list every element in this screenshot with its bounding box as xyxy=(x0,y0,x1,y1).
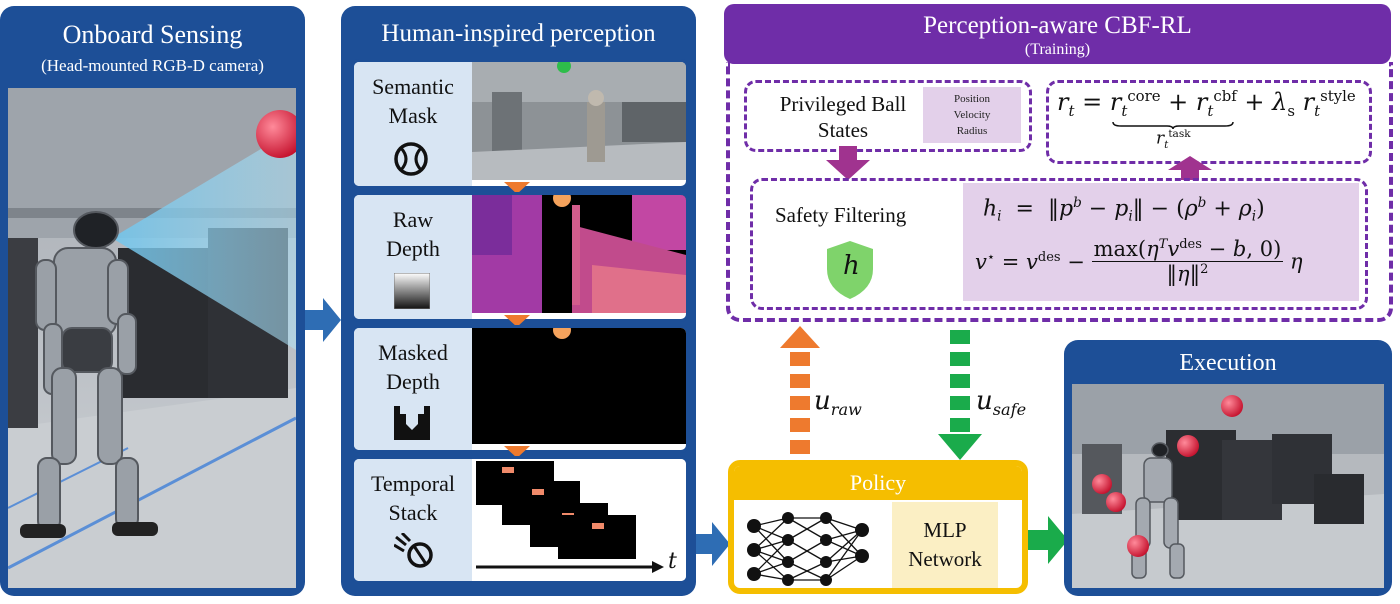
barrier-function-formula: hi = ‖pb − pi‖ − (ρb + ρi) xyxy=(983,195,1265,225)
u-safe-symbol: u xyxy=(976,386,993,416)
privileged-states-box: Privileged Ball States Position Velocity… xyxy=(744,80,1032,152)
policy-title: Policy xyxy=(849,470,907,495)
cbf-title-banner: Perception-aware CBF-RL (Training) xyxy=(724,4,1391,64)
semantic-mask-row: Semantic Mask xyxy=(351,59,689,189)
shield-icon xyxy=(827,241,873,299)
temporal-stack-image: t xyxy=(472,459,686,581)
cbf-subtitle: (Training) xyxy=(1024,41,1091,58)
u-raw-arrow xyxy=(780,326,820,454)
state-velocity: Velocity xyxy=(953,109,991,121)
u-safe-arrow xyxy=(938,330,982,460)
cbf-formula-panel: hi = ‖pb − pi‖ − (ρb + ρi) v⋆ = vdes − m… xyxy=(963,183,1359,301)
execution-panel: Execution xyxy=(1064,340,1392,596)
flow-arrow-perception-to-policy xyxy=(696,522,730,566)
row-arrow-1 xyxy=(504,182,530,194)
shield-symbol: h xyxy=(843,251,860,281)
temporal-stack-label-cell: Temporal Stack xyxy=(354,459,472,581)
semantic-mask-label-cell: Semantic Mask xyxy=(354,62,472,186)
row-arrow-2 xyxy=(504,315,530,327)
sensing-subtitle: (Head-mounted RGB-D camera) xyxy=(41,56,264,75)
masked-depth-image xyxy=(472,328,686,444)
safety-filtering-box: Safety Filtering h hi = ‖pb − pi‖ − (ρb … xyxy=(750,178,1368,310)
temporal-stack-row: Temporal Stack t xyxy=(351,456,689,584)
stack-frames xyxy=(476,461,636,559)
policy-box: Policy MLP Network xyxy=(728,460,1028,594)
depth-profile-icon xyxy=(394,406,430,440)
semantic-mask-label: Semantic Mask xyxy=(372,74,454,128)
baseball-icon xyxy=(394,142,428,176)
u-raw-label: uraw xyxy=(814,386,862,419)
cbf-training-boundary xyxy=(726,62,1393,322)
u-raw-symbol: u xyxy=(814,386,831,416)
gradient-icon xyxy=(394,273,430,309)
sensing-title: Onboard Sensing xyxy=(62,20,243,49)
raw-depth-label-cell: Raw Depth xyxy=(354,195,472,319)
u-safe-subscript: safe xyxy=(992,400,1027,420)
mlp-network-label-box: MLP Network xyxy=(892,502,998,588)
neural-network-icon xyxy=(747,512,869,586)
robot-camera-photo xyxy=(8,88,296,588)
raw-depth-row: Raw Depth xyxy=(351,192,689,322)
masked-depth-row: Masked Depth xyxy=(351,325,689,453)
flow-arrow-policy-to-execution xyxy=(1028,516,1068,564)
safe-velocity-formula: v⋆ = vdes − max(ηTvdes − b, 0) ‖η‖2 η xyxy=(975,237,1303,286)
time-axis-label: t xyxy=(668,549,677,574)
mlp-network-label: MLP Network xyxy=(908,518,982,571)
state-position: Position xyxy=(953,93,991,105)
execution-title: Execution xyxy=(1179,350,1277,376)
temporal-stack-label: Temporal Stack xyxy=(371,471,455,525)
row-arrow-3 xyxy=(504,446,530,458)
safety-filtering-label: Safety Filtering xyxy=(775,203,907,227)
state-radius: Radius xyxy=(956,125,988,137)
policy-title-bar xyxy=(734,466,1022,500)
onboard-sensing-panel: Onboard Sensing (Head-mounted RGB-D came… xyxy=(0,6,305,596)
u-safe-label: usafe xyxy=(976,386,1026,419)
semantic-mask-image xyxy=(472,62,686,180)
execution-photo xyxy=(1072,384,1384,588)
safety-to-reward-arrow xyxy=(1168,156,1212,180)
raw-depth-image xyxy=(472,195,686,313)
masked-depth-label: Masked Depth xyxy=(378,340,448,394)
perception-title: Human-inspired perception xyxy=(381,20,656,47)
moving-ball-icon xyxy=(394,533,433,568)
raw-depth-label: Raw Depth xyxy=(386,207,440,261)
flow-arrow-sensing-to-perception xyxy=(305,298,341,342)
masked-depth-label-cell: Masked Depth xyxy=(354,328,472,450)
privileged-states-label: Privileged Ball States xyxy=(779,92,907,142)
privileged-to-safety-arrow xyxy=(826,146,870,180)
ball-state-list: Position Velocity Radius xyxy=(923,87,1021,143)
cbf-title: Perception-aware CBF-RL xyxy=(923,12,1192,39)
u-raw-subscript: raw xyxy=(830,400,862,420)
